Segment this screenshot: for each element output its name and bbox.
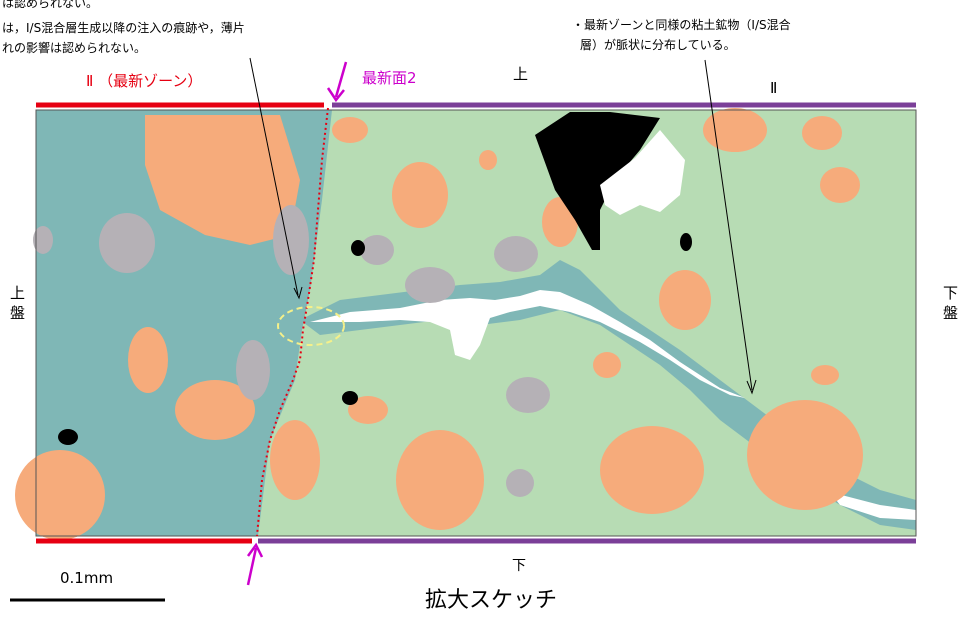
- newest-surface-arrow-bottom: [246, 542, 264, 586]
- left-leader-line: [249, 57, 299, 296]
- newest-surface-arrow-top: [326, 61, 348, 103]
- gray-clasts: [33, 205, 550, 497]
- left-annotation-line-3: れの影響は認められない。: [2, 41, 147, 55]
- black-grains: [58, 112, 692, 445]
- zone-label-right: Ⅱ: [770, 79, 778, 97]
- highlight-circle: [277, 306, 345, 346]
- top-label: 上: [513, 65, 529, 83]
- bottom-label: 下: [512, 558, 526, 574]
- sketch-frame: [35, 109, 917, 537]
- hanging-wall-label: 上 盤: [10, 284, 26, 322]
- orange-clasts: [15, 108, 863, 540]
- right-annotation-line-2: 層）が脈状に分布している。: [580, 38, 736, 52]
- scale-label: 0.1mm: [60, 569, 114, 587]
- newest-surface-label: 最新面2: [362, 69, 417, 87]
- zone-label-newest: Ⅱ （最新ゾーン）: [86, 72, 203, 90]
- figure-caption: 拡大スケッチ: [425, 588, 558, 613]
- left-annotation-line-1: は認められない。: [2, 0, 99, 10]
- right-leader-arrowhead: [746, 379, 757, 395]
- right-annotation-line-1: ・最新ゾーンと同様の粘土鉱物（I/S混合: [572, 18, 791, 32]
- void-vein: [310, 290, 745, 398]
- footwall-label: 下 盤: [943, 284, 959, 322]
- right-leader-line: [704, 59, 753, 391]
- white-cavity: [600, 130, 685, 215]
- left-leader-arrowhead: [293, 286, 303, 300]
- void-vein-end: [830, 492, 916, 520]
- left-annotation-line-2: は，I/S混合層生成以降の注入の痕跡や，薄片: [2, 21, 245, 35]
- newest-surface-line: [256, 107, 329, 537]
